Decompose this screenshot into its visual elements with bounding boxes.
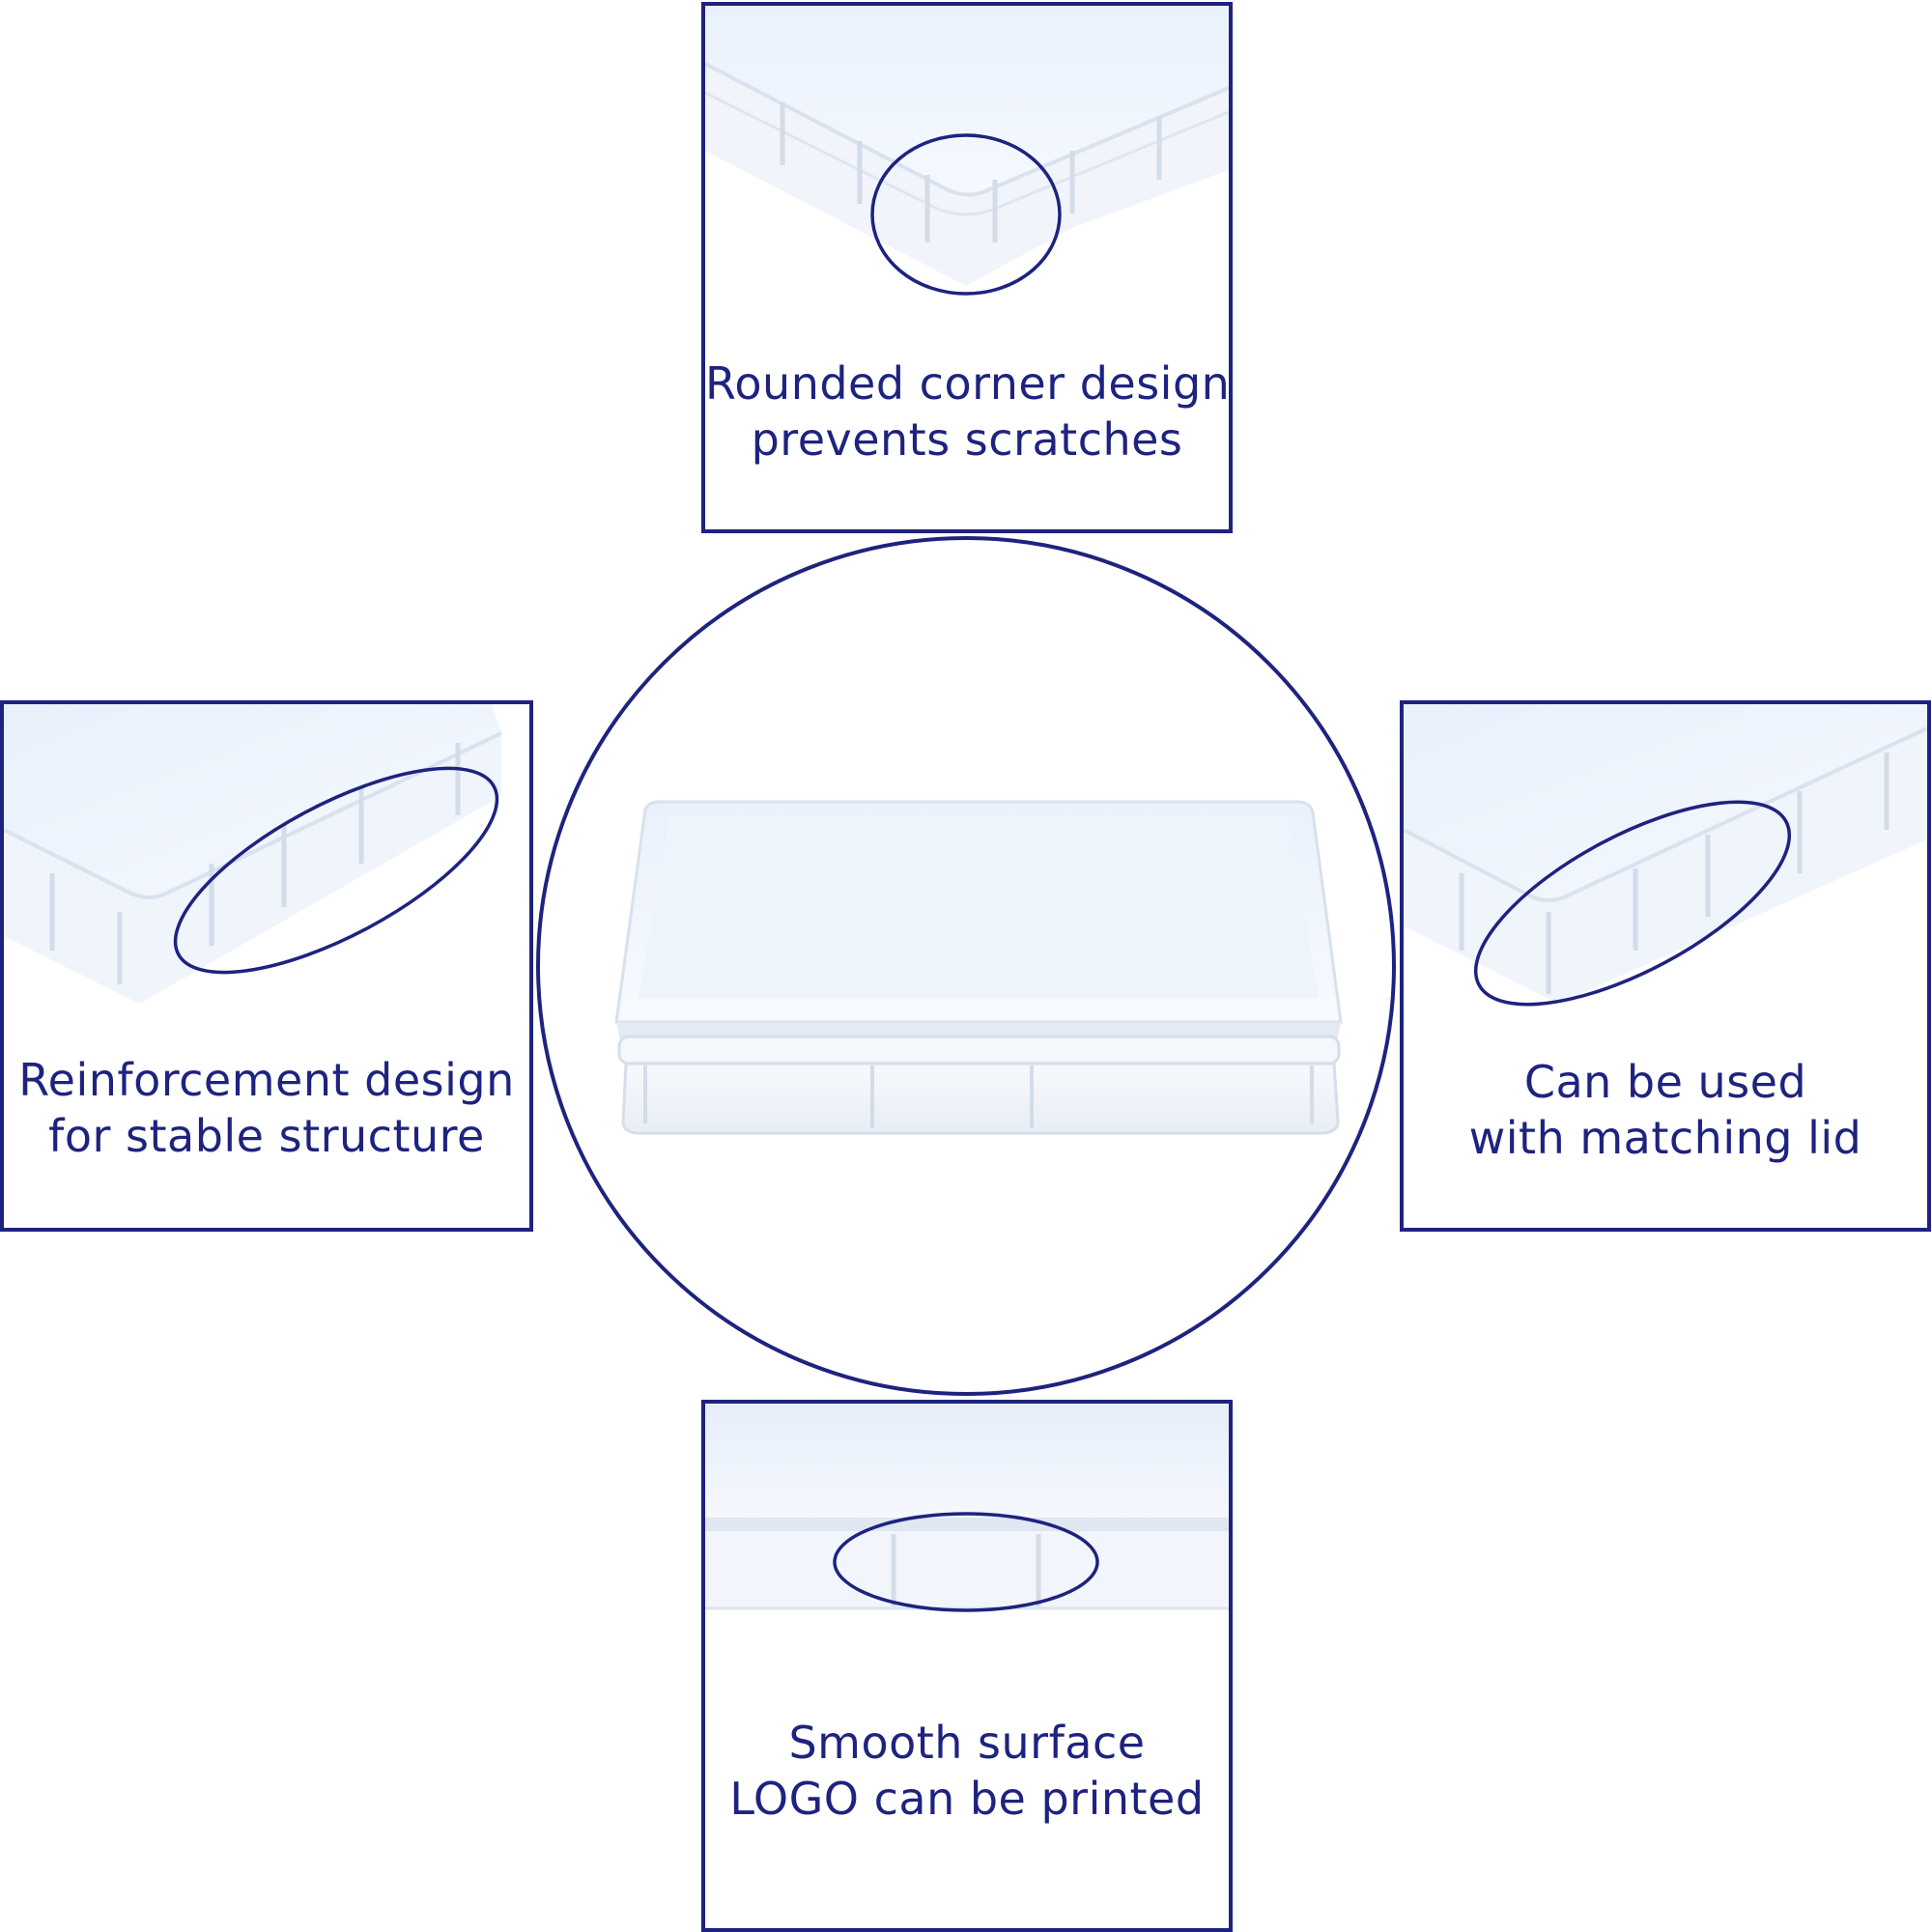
feature-caption: Can be used with matching lid <box>1404 1054 1927 1166</box>
feature-caption: Reinforcement design for stable structur… <box>4 1052 529 1164</box>
feature-panel-rounded-corner: Rounded corner design prevents scratches <box>701 2 1233 533</box>
caption-line-2: for stable structure <box>48 1110 485 1162</box>
caption-line-2: prevents scratches <box>751 413 1183 466</box>
highlight-ellipse <box>173 766 499 975</box>
feature-caption: Rounded corner design prevents scratches <box>705 355 1229 468</box>
highlight-ellipse <box>833 1512 1099 1612</box>
caption-line-1: Rounded corner design <box>705 357 1231 410</box>
caption-line-1: Smooth surface <box>788 1717 1146 1769</box>
caption-line-1: Reinforcement design <box>18 1054 515 1106</box>
corner-detail-image <box>705 6 1229 296</box>
caption-line-1: Can be used <box>1523 1056 1807 1108</box>
feature-panel-smooth-surface: Smooth surface LOGO can be printed <box>701 1400 1233 1932</box>
caption-line-2: LOGO can be printed <box>729 1773 1205 1825</box>
highlight-ellipse <box>870 133 1062 296</box>
tray-image <box>614 800 1343 1135</box>
feature-panel-reinforcement: Reinforcement design for stable structur… <box>0 700 533 1232</box>
highlight-ellipse <box>1473 800 1792 1007</box>
caption-line-2: with matching lid <box>1468 1112 1862 1164</box>
surface-detail-image <box>705 1404 1229 1612</box>
product-showcase-circle <box>536 536 1396 1396</box>
feature-panel-matching-lid: Can be used with matching lid <box>1400 700 1931 1232</box>
reinforcement-detail-image <box>4 704 502 1004</box>
feature-caption: Smooth surface LOGO can be printed <box>705 1715 1229 1827</box>
lid-detail-image <box>1404 704 1927 1007</box>
